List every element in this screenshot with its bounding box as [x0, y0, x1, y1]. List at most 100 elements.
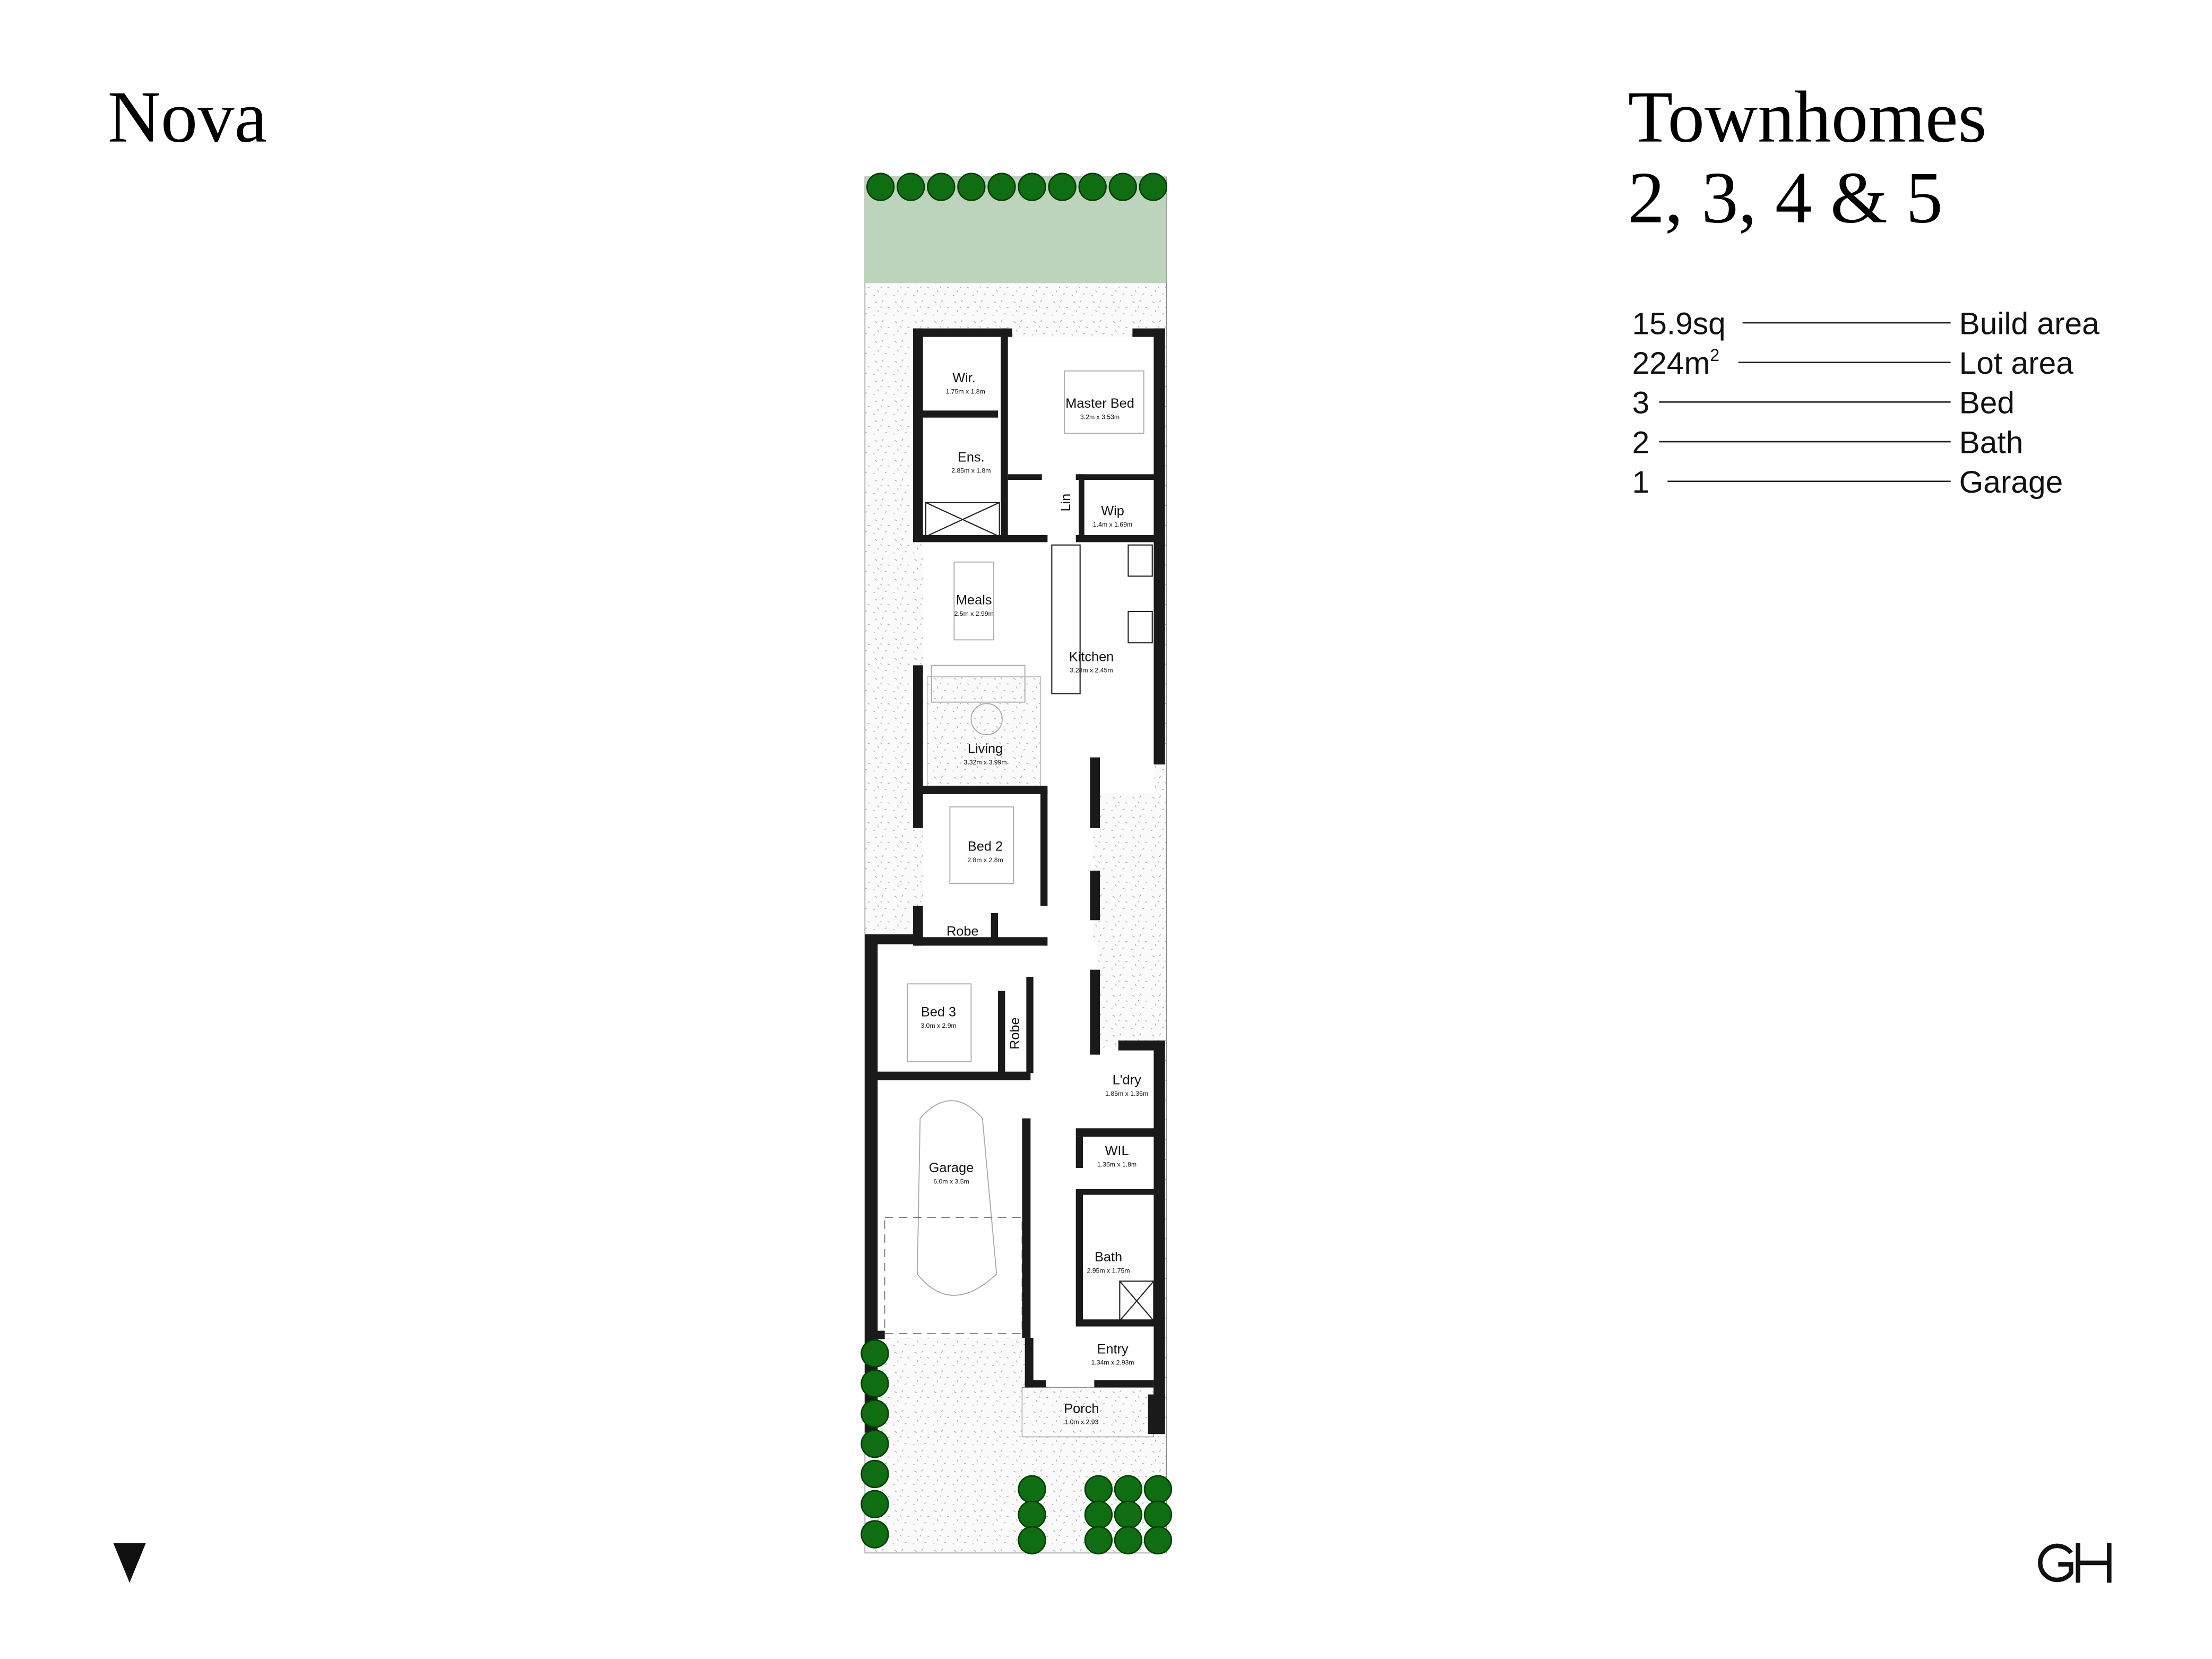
hedges — [860, 173, 1173, 1554]
hedge-shrub-icon — [860, 1399, 889, 1428]
hedge-shrub-icon — [1018, 1475, 1046, 1503]
room-name: L'dry — [1113, 1073, 1141, 1088]
room-bath: Bath 2.95m x 1.75m — [1087, 1250, 1130, 1274]
spec-value: 1 — [1632, 465, 1650, 500]
room-bed-3: Bed 3 3.0m x 2.9m — [920, 1005, 956, 1029]
room-name: Meals — [956, 593, 992, 608]
room-name: Entry — [1097, 1342, 1128, 1356]
hedge-shrub-icon — [1018, 173, 1046, 201]
room-name: Wir. — [952, 371, 976, 385]
hedge-shrub-icon — [866, 173, 895, 201]
hedge-shrub-icon — [957, 173, 986, 201]
room-name: Porch — [1064, 1401, 1099, 1416]
room-robe-2: Robe — [946, 924, 979, 939]
hedge-shrub-icon — [1018, 1500, 1046, 1529]
hedge-shrub-icon — [1048, 173, 1077, 201]
hedge-shrub-icon — [860, 1430, 889, 1458]
hedge-shrub-icon — [1143, 1526, 1173, 1554]
room-bed-2: Bed 2 2.8m x 2.8m — [967, 839, 1003, 864]
hedge-shrub-icon — [1084, 1526, 1113, 1554]
room-name: Bed 3 — [921, 1005, 956, 1020]
room-dims: 3.28m x 2.45m — [1070, 667, 1113, 674]
room-name: Living — [968, 742, 1003, 757]
room-dims: 2.85m x 1.8m — [951, 467, 991, 475]
title-line-2: 2, 3, 4 & 5 — [1628, 157, 1943, 238]
room-name: Robe — [946, 924, 979, 939]
spec-list: 15.9sq Build area 224m2 Lot area 3 Bed 2… — [1632, 306, 2099, 500]
hedge-shrub-icon — [1114, 1475, 1143, 1503]
spec-label: Build area — [1959, 306, 2100, 341]
room-wil: WIL 1.35m x 1.8m — [1097, 1144, 1137, 1168]
room-name: Lin — [1058, 494, 1073, 512]
room-garage: Garage 6.0m x 3.5m — [929, 1161, 974, 1185]
spec-label: Bed — [1959, 386, 2015, 420]
room-name: Garage — [929, 1161, 974, 1175]
room-name: Wip — [1101, 504, 1124, 519]
room-dims: 3.2m x 3.53m — [1080, 413, 1120, 420]
spec-bed: 3 Bed — [1632, 386, 2015, 420]
room-dims: 1.4m x 1.69m — [1093, 521, 1132, 528]
spec-label: Lot area — [1959, 346, 2074, 381]
room-meals: Meals 2.5m x 2.99m — [954, 593, 994, 617]
hedge-shrub-icon — [860, 1490, 889, 1518]
room-dims: 2.5m x 2.99m — [954, 610, 994, 617]
room-dims: 1.75m x 1.8m — [946, 388, 985, 395]
room-master-bed: Master Bed 3.2m x 3.53m — [1065, 396, 1134, 420]
gh-logo — [2038, 1543, 2112, 1583]
walls — [865, 328, 1165, 1434]
room-name: Bed 2 — [968, 839, 1003, 854]
room-dims: 1.85m x 1.36m — [1105, 1090, 1148, 1097]
hedge-shrub-icon — [897, 173, 925, 201]
spec-build-area: 15.9sq Build area — [1632, 306, 2099, 341]
hedge-shrub-icon — [1078, 173, 1107, 201]
hedge-shrub-icon — [987, 173, 1016, 201]
hedge-shrub-icon — [1108, 173, 1137, 201]
room-dims: 3.32m x 3.99m — [964, 759, 1007, 766]
room-wir: Wir. 1.75m x 1.8m — [946, 371, 985, 395]
spec-garage: 1 Garage — [1632, 465, 2063, 500]
hedge-shrub-icon — [860, 1459, 889, 1489]
room-dims: 2.95m x 1.75m — [1087, 1267, 1130, 1274]
room-dims: 1.34m x 2.93m — [1091, 1359, 1134, 1366]
spec-value: 15.9sq — [1632, 306, 1726, 341]
spec-label: Bath — [1959, 425, 2024, 460]
room-dims: 3.0m x 2.9m — [920, 1022, 956, 1029]
hedge-shrub-icon — [1143, 1500, 1173, 1529]
room-dims: 2.8m x 2.8m — [967, 856, 1003, 864]
spec-lot-area: 224m2 Lot area — [1632, 346, 2074, 381]
hedge-shrub-icon — [860, 1369, 889, 1398]
room-ensuite: Ens. 2.85m x 1.8m — [951, 450, 991, 474]
room-dims: 1.35m x 1.8m — [1097, 1161, 1137, 1168]
hedge-shrub-icon — [1084, 1475, 1113, 1503]
room-porch: Porch 1.0m x 2.93 — [1064, 1401, 1099, 1425]
room-name: WIL — [1105, 1144, 1129, 1158]
room-name: Master Bed — [1065, 396, 1134, 411]
hedge-shrub-icon — [1114, 1526, 1143, 1554]
room-name: Ens. — [958, 450, 985, 465]
hedge-shrub-icon — [1143, 1475, 1173, 1503]
spec-bath: 2 Bath — [1632, 425, 2024, 460]
hedge-shrub-icon — [1018, 1526, 1046, 1554]
room-dims: 1.0m x 2.93 — [1064, 1419, 1098, 1426]
hedge-shrub-icon — [1084, 1500, 1113, 1529]
north-arrow-icon — [113, 1543, 146, 1583]
room-entry: Entry 1.34m x 2.93m — [1091, 1342, 1134, 1366]
spec-value: 2 — [1632, 425, 1650, 460]
room-dims: 6.0m x 3.5m — [933, 1177, 969, 1185]
room-wip: Wip 1.4m x 1.69m — [1093, 504, 1132, 528]
hedge-shrub-icon — [927, 173, 956, 201]
project-name: Nova — [108, 76, 267, 158]
room-name: Bath — [1095, 1250, 1122, 1265]
hedge-shrub-icon — [1114, 1500, 1143, 1529]
room-name: Kitchen — [1069, 649, 1114, 664]
room-living: Living 3.32m x 3.99m — [964, 742, 1007, 766]
room-robe-3: Robe — [1008, 1017, 1022, 1050]
hedge-shrub-icon — [1139, 173, 1167, 201]
hedge-shrub-icon — [860, 1520, 889, 1549]
spec-value: 224m2 — [1632, 346, 1720, 381]
hedge-shrub-icon — [860, 1339, 889, 1368]
room-kitchen: Kitchen 3.28m x 2.45m — [1069, 649, 1114, 674]
room-linen: Lin — [1058, 494, 1073, 512]
